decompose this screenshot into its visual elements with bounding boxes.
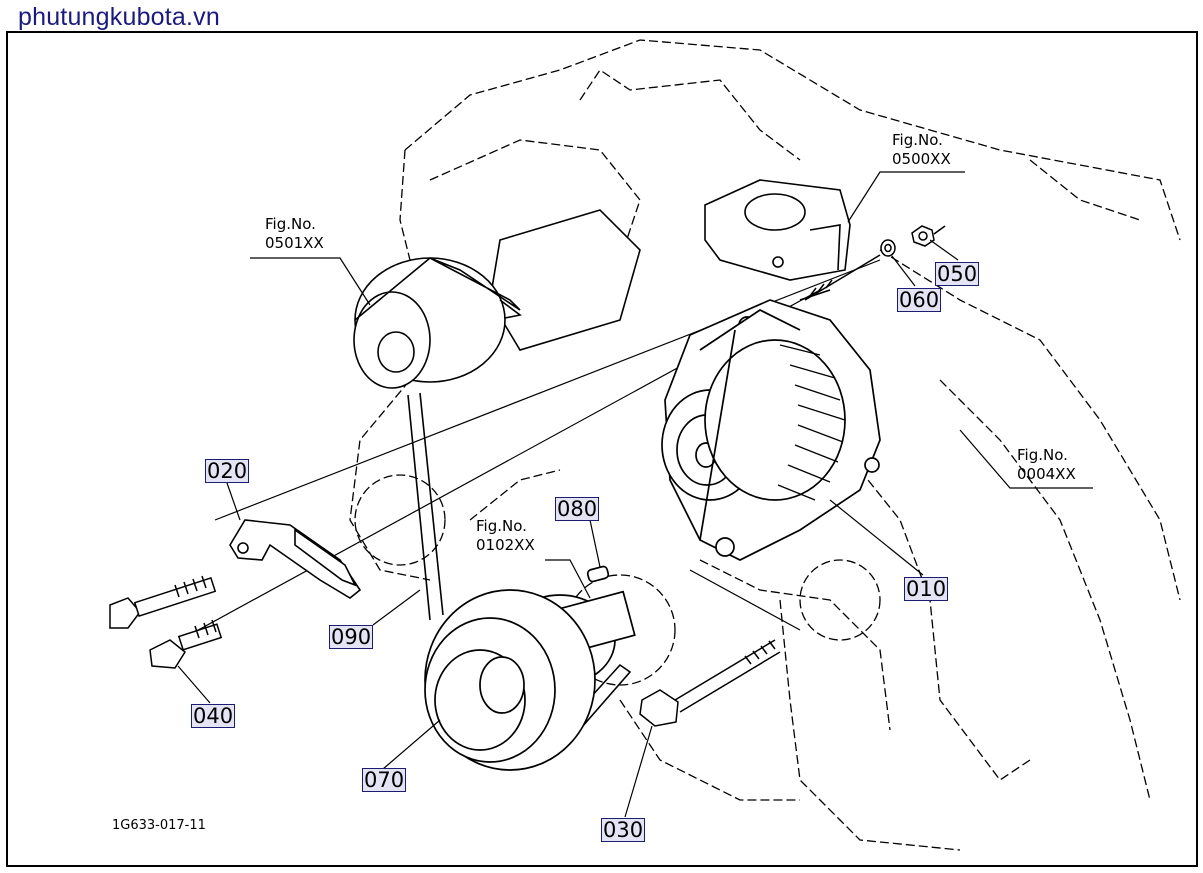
adjusting-plate: [229, 519, 362, 599]
figure-ref-label: Fig.No.: [1017, 446, 1068, 464]
figure-ref-0102[interactable]: Fig.No. 0102XX: [476, 517, 535, 555]
part-callout-020[interactable]: 020: [205, 459, 250, 483]
part-callout-030[interactable]: 030: [601, 818, 646, 842]
figure-ref-label: Fig.No.: [892, 131, 943, 149]
page-border: [6, 31, 1198, 867]
figure-ref-number: 0102XX: [476, 536, 535, 554]
part-callout-070[interactable]: 070: [362, 768, 407, 792]
drawing-code: 1G633-017-11: [112, 818, 206, 833]
bolt-040: [149, 619, 223, 669]
alternator: [661, 289, 881, 561]
part-callout-090[interactable]: 090: [329, 625, 374, 649]
part-callout-040[interactable]: 040: [191, 704, 236, 728]
figure-ref-0004[interactable]: Fig.No. 0004XX: [1017, 446, 1076, 484]
washer-and-nut: [880, 225, 946, 257]
bolt-upper: [109, 575, 217, 629]
thermostat-housing: [704, 179, 851, 281]
leader-lines: [177, 171, 1093, 818]
alternator-fins: [777, 344, 846, 501]
part-callout-080[interactable]: 080: [555, 497, 600, 521]
figure-ref-label: Fig.No.: [265, 215, 316, 233]
alternator-stud: [804, 254, 881, 301]
site-title: phutungkubota.vn: [18, 3, 220, 31]
figure-ref-0500[interactable]: Fig.No. 0500XX: [892, 131, 951, 169]
figure-ref-number: 0004XX: [1017, 465, 1076, 483]
engine-block-outline: [349, 39, 1181, 851]
figure-ref-number: 0500XX: [892, 150, 951, 168]
part-callout-010[interactable]: 010: [904, 577, 949, 601]
crankshaft-pulley: [424, 565, 636, 771]
part-callout-060[interactable]: 060: [897, 288, 942, 312]
bolt-030: [639, 639, 781, 727]
figure-ref-label: Fig.No.: [476, 517, 527, 535]
water-pump-pulley: [353, 209, 641, 389]
figure-ref-number: 0501XX: [265, 234, 324, 252]
figure-ref-0501[interactable]: Fig.No. 0501XX: [265, 215, 324, 253]
part-callout-050[interactable]: 050: [935, 262, 980, 286]
